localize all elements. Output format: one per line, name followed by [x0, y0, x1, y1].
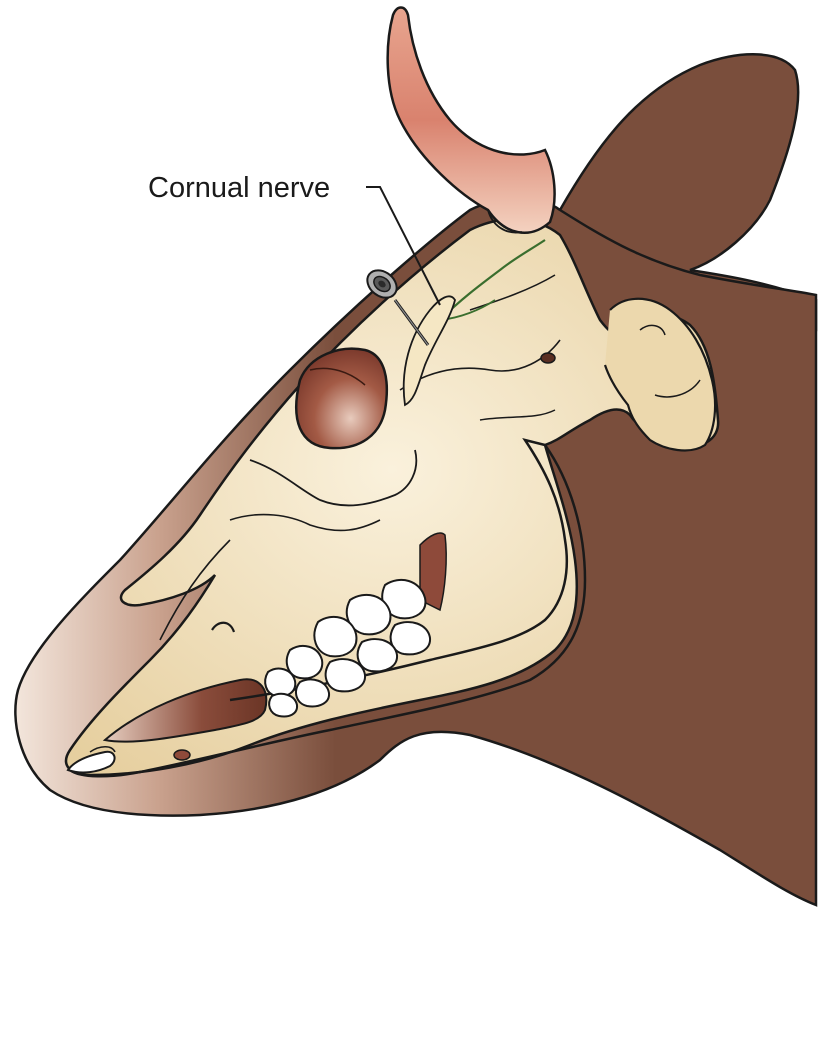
horn-base: [487, 209, 523, 234]
horn: [386, 6, 556, 234]
cornual-nerve-path: [402, 239, 546, 407]
temporal-fossa: [419, 532, 447, 612]
leader-line: [366, 186, 441, 306]
infraorbital-foramen: [211, 621, 236, 633]
lower-premolar-2: [268, 692, 299, 718]
lower-molar-2: [356, 638, 399, 673]
incisor-2: [89, 746, 116, 753]
label-cornual-nerve-text: Cornual nerve: [148, 172, 330, 204]
nasal-cavity: [102, 678, 268, 743]
suture-line-1: [249, 449, 418, 507]
suture-line-3: [159, 539, 231, 641]
orbit-inner-line: [309, 367, 366, 386]
needle-hub: [366, 269, 398, 299]
skull: [64, 218, 720, 778]
lower-molar-3: [324, 658, 367, 693]
temporal-ridge: [402, 295, 456, 407]
incisors: [66, 750, 116, 774]
horn-shape: [386, 6, 556, 234]
upper-molar-3: [313, 615, 358, 658]
upper-premolar-2: [264, 667, 297, 698]
occipital-region: [603, 297, 717, 452]
needle: [366, 269, 430, 346]
mental-foramen: [173, 749, 191, 761]
ear-canal: [540, 352, 556, 364]
teeth: [66, 578, 432, 774]
occipital-detail: [639, 324, 666, 336]
occipital-detail-2: [654, 379, 701, 398]
lower-molar-1: [389, 621, 432, 656]
label-cornual-nerve: Cornual nerve: [148, 172, 441, 306]
mandible: [69, 438, 587, 778]
suture-line-6: [479, 409, 556, 421]
suture-line-2: [229, 513, 381, 532]
orbit: [295, 347, 389, 450]
occipital-condyle: [603, 297, 717, 452]
needle-shaft-inner: [394, 299, 429, 346]
lower-premolar-1: [295, 678, 331, 708]
upper-premolar-1: [285, 644, 324, 680]
suture-line-5: [469, 274, 556, 311]
